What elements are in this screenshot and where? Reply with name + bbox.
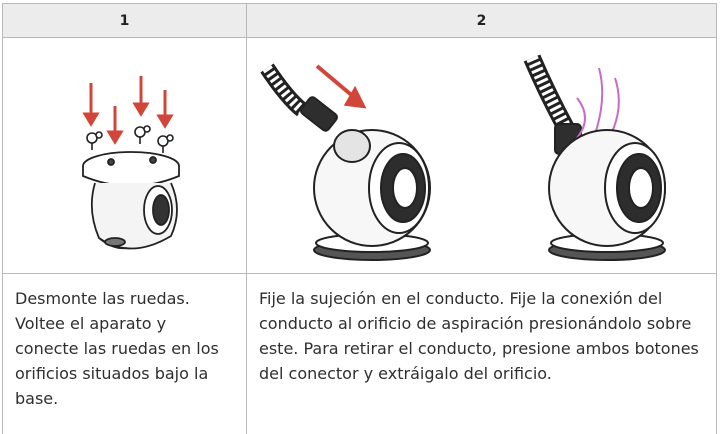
step-1-number: 1 xyxy=(119,12,130,29)
step-2-illustration-cell xyxy=(246,37,717,274)
step-2-caption-cell: Fije la sujeción en el conducto. Fije la… xyxy=(246,273,717,434)
instruction-table: 1 2 xyxy=(2,3,717,434)
hose-connection-illustration xyxy=(260,54,666,261)
step-1-header: 1 xyxy=(2,3,247,38)
device-upside-down-icon xyxy=(82,151,180,250)
step-1-caption-cell: Desmonte las ruedas. Voltee el aparato y… xyxy=(2,273,247,434)
step-2-number: 2 xyxy=(476,12,487,29)
wheel-mounting-illustration xyxy=(82,76,180,250)
vacuum-device-right-icon xyxy=(548,129,666,261)
arrow-icon xyxy=(315,64,367,109)
step-2-caption: Fije la sujeción en el conducto. Fije la… xyxy=(259,289,699,383)
hose-left-icon xyxy=(260,63,338,132)
step-1-illustration-cell xyxy=(2,37,247,274)
wheels-icon xyxy=(86,125,174,153)
step-1-caption: Desmonte las ruedas. Voltee el aparato y… xyxy=(15,289,219,408)
vacuum-device-left-icon xyxy=(313,129,431,261)
down-arrows-icon xyxy=(82,76,174,145)
step-2-header: 2 xyxy=(246,3,717,38)
